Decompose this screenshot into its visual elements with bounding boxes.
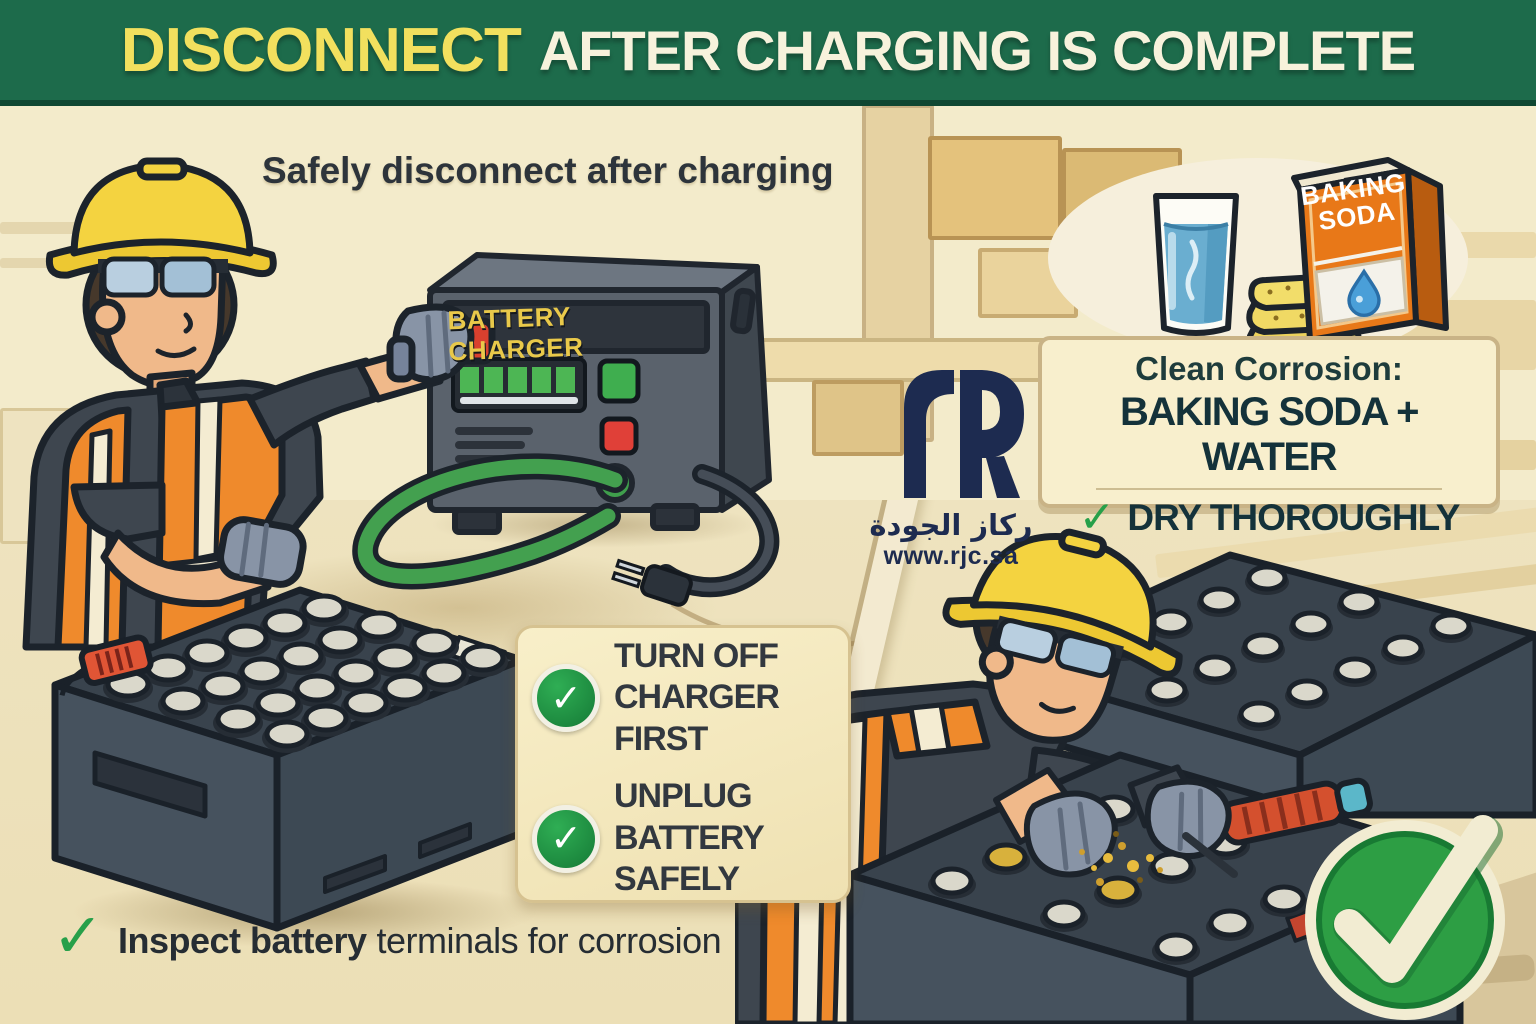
check-icon: ✓ [532,804,600,873]
checklist-item-label: TURN OFF CHARGER FIRST [614,637,780,758]
inspect-note-rest: terminals for corrosion [376,920,722,961]
divider [1096,488,1442,490]
green-cable [357,458,623,584]
check-icon: ✓ [532,664,600,733]
gloved-hands-illustration [993,764,1238,886]
checklist-item-turn-off: ✓ TURN OFF CHARGER FIRST [518,628,848,768]
water-glass-icon [1153,193,1239,336]
check-icon: ✓ [52,902,104,971]
worker-disconnecting-illustration [22,157,496,651]
inspect-note-bold: Inspect battery [117,920,367,961]
corrosion-dry-row: ✓ DRY THOROUGHLY [1056,496,1482,540]
charger-label: BATTERY CHARGER [446,301,584,367]
safety-checklist: ✓ TURN OFF CHARGER FIRST ✓ UNPLUG BATTER… [515,625,851,903]
water-drop-icon [1347,268,1381,317]
warehouse-box [928,136,1062,240]
corrosion-dry-label: DRY THOROUGHLY [1127,497,1460,538]
inspection-scene [735,500,1536,1024]
brand-website: www.rjc.sa [883,542,1019,570]
corrosion-tip-box: Clean Corrosion: BAKING SODA + WATER ✓ D… [1038,336,1500,540]
banner-text: AFTER CHARGING IS COMPLETE [538,18,1416,82]
checklist-item-label: UNPLUG BATTERY SAFELY [614,777,764,899]
scene-caption: Safely disconnect after charging [262,150,834,191]
corrosion-title: Clean Corrosion: [1135,350,1403,387]
approved-check-badge [1305,815,1505,1020]
baking-soda-box-icon [1291,157,1449,343]
brand-block: ركاز الجودة www.rjc.sa [846,358,1056,571]
warehouse-box [812,380,904,456]
battery-connector-icon [59,634,154,697]
plug-icon [611,558,693,607]
rjc-logo [904,370,1024,498]
check-icon: ✓ [1078,493,1116,542]
corrosion-recipe: BAKING SODA + WATER [1120,390,1419,479]
header-banner: DISCONNECT AFTER CHARGING IS COMPLETE [0,0,1536,106]
banner-highlight: DISCONNECT [120,15,522,85]
brand-arabic-name: ركاز الجودة [869,508,1033,542]
checklist-item-unplug: ✓ UNPLUG BATTERY SAFELY [518,768,848,908]
forklift-battery-illustration [51,586,526,932]
corrosion-specks [1079,831,1163,886]
